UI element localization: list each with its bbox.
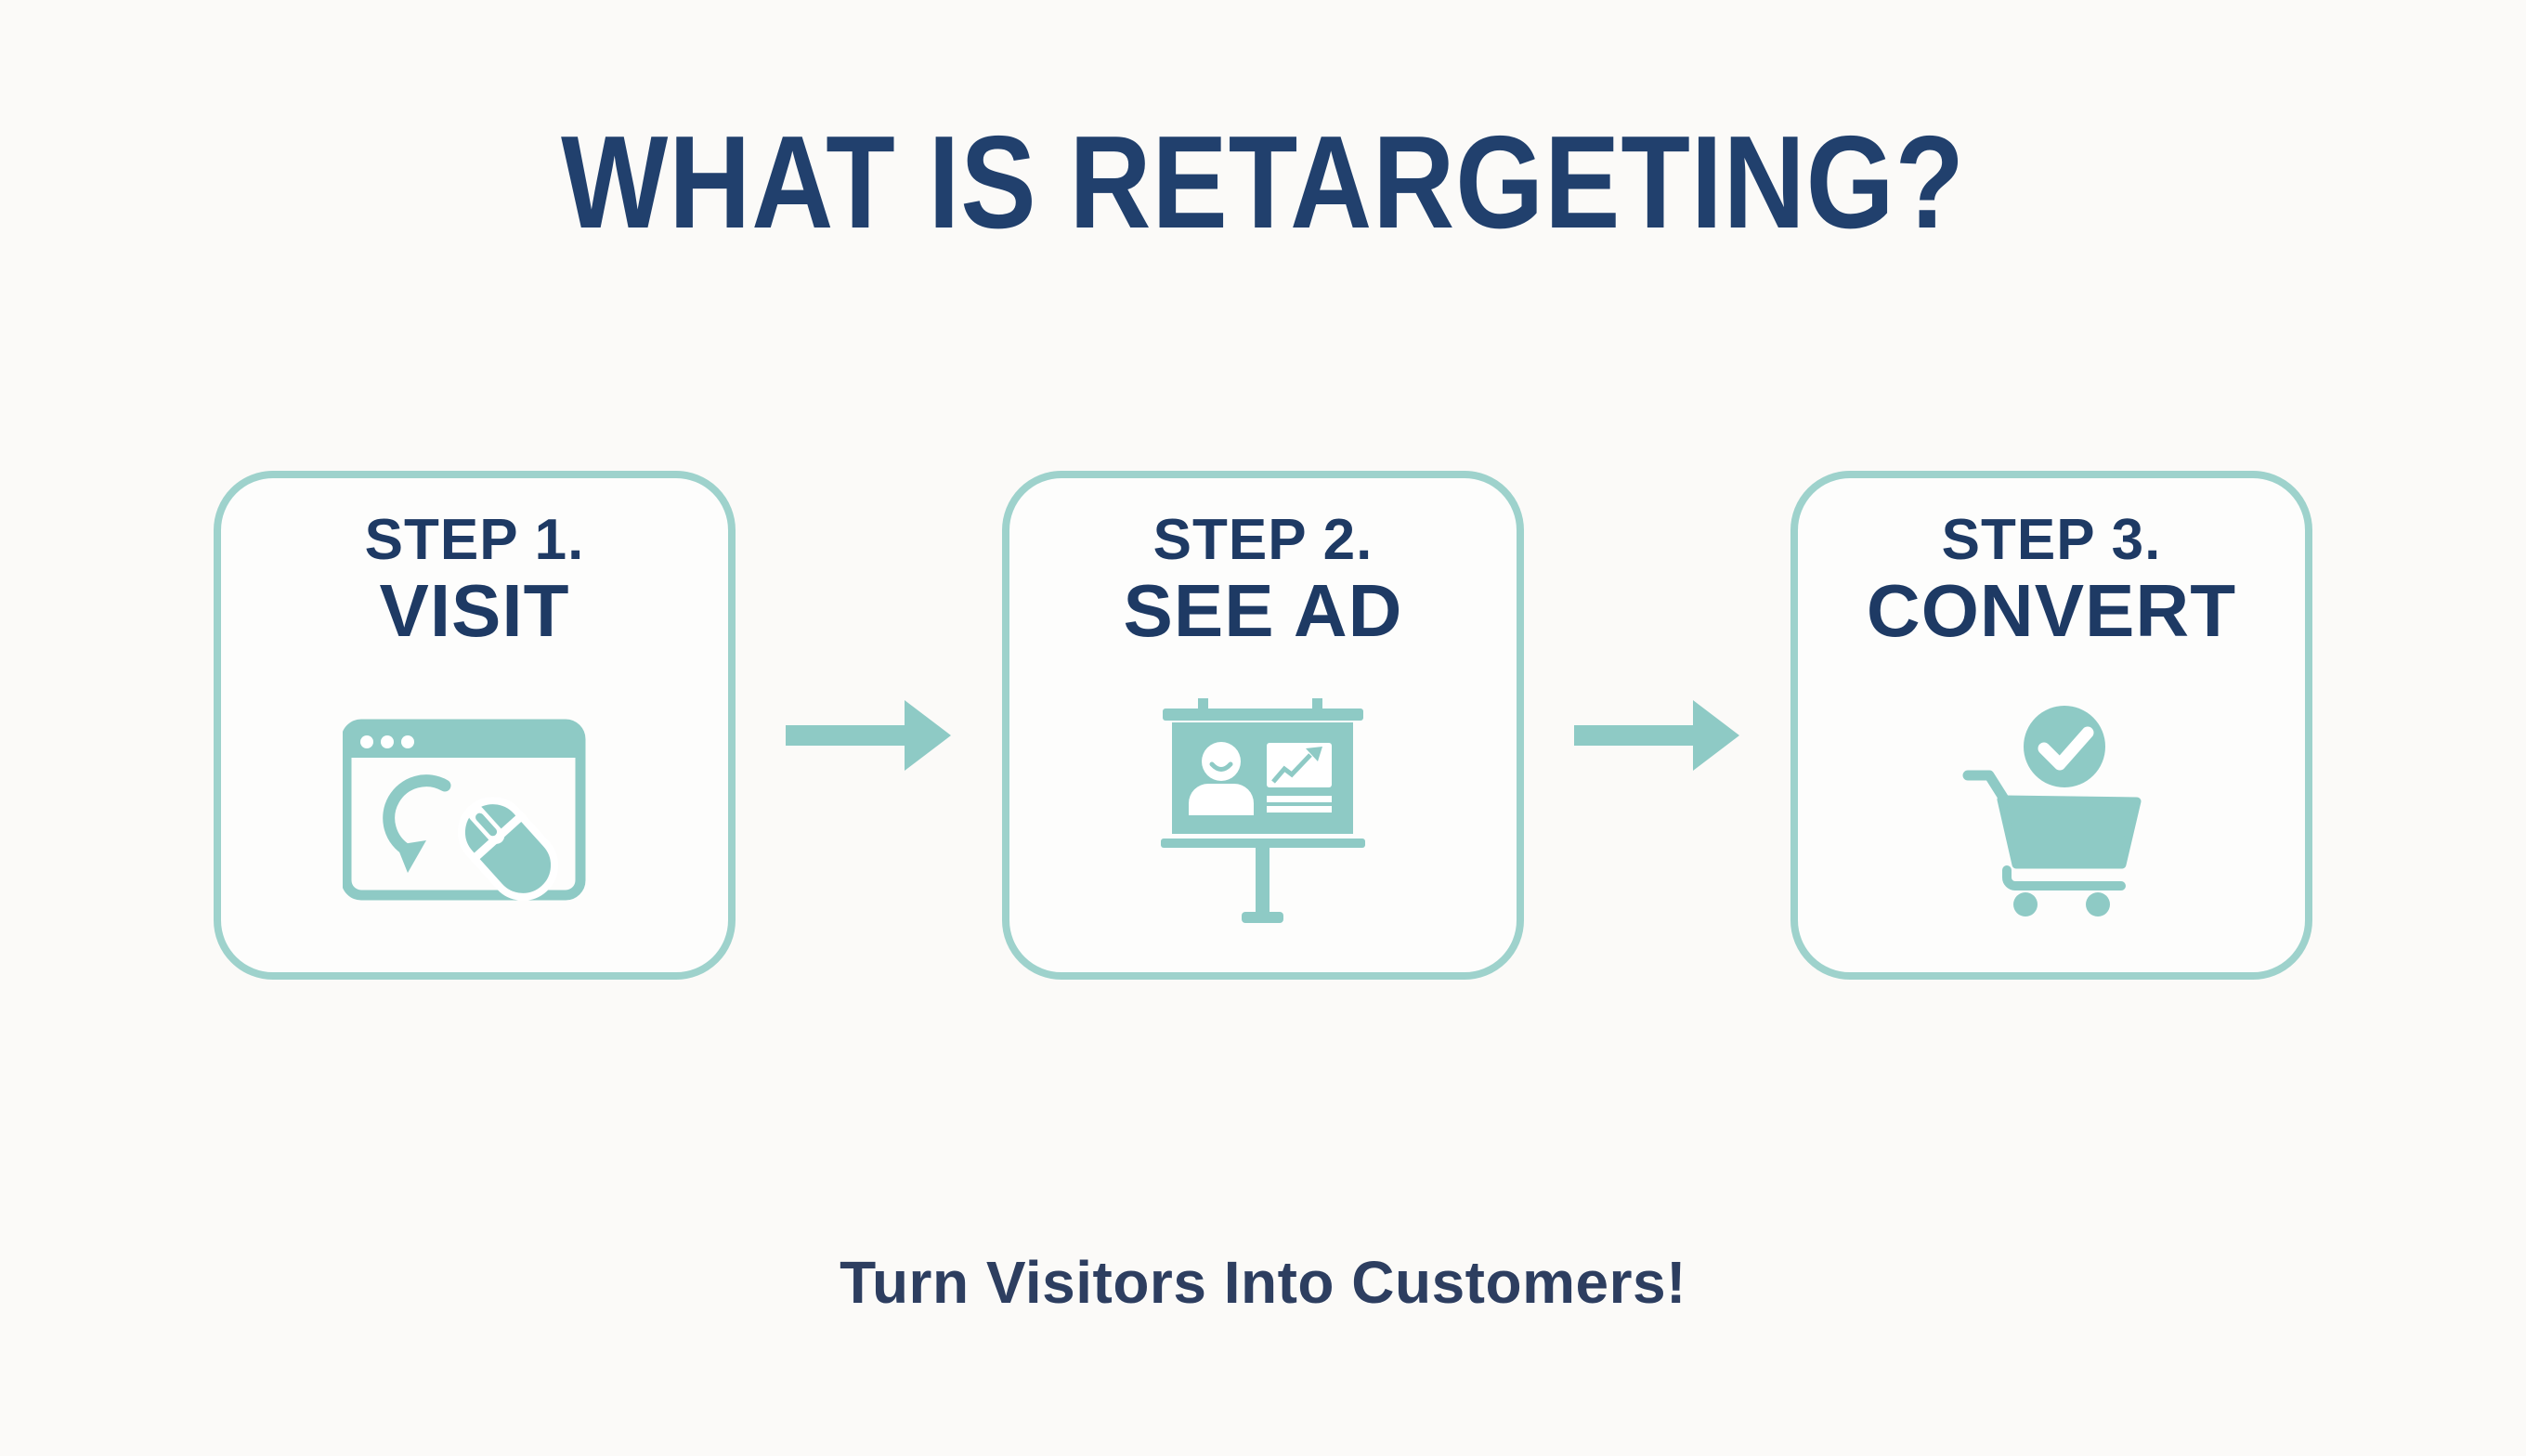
arrow-slot: [736, 698, 1002, 773]
cart-chassis: [2002, 865, 2126, 890]
step-3-icon-area: [1798, 651, 2305, 972]
step-2-icon-area: [1009, 651, 1517, 972]
growth-arrowhead: [1306, 746, 1322, 761]
refresh-arrowhead: [396, 839, 426, 873]
ad-presentation-icon: [1161, 697, 1365, 923]
cart-wheel: [2013, 892, 2038, 916]
growth-line: [1271, 752, 1312, 784]
mouse-icon: [457, 796, 558, 901]
step-2-action: SEE AD: [1123, 569, 1403, 652]
person-smile: [1209, 761, 1233, 772]
board-tray: [1161, 838, 1365, 848]
page-title: WHAT IS RETARGETING?: [561, 109, 1965, 256]
steps-row: STEP 1. VISIT: [0, 471, 2526, 980]
step-3-action: CONVERT: [1866, 569, 2237, 652]
browser-dot: [380, 734, 394, 748]
step-2-label: STEP 2.: [1152, 508, 1374, 572]
browser-titlebar: [345, 723, 580, 758]
step-3-box: STEP 3. CONVERT: [1790, 471, 2312, 980]
board-pole: [1256, 847, 1270, 913]
cart-check-icon: [1962, 706, 2142, 916]
arrow-slot: [1524, 698, 1790, 773]
person-head: [1202, 741, 1241, 781]
person-body: [1189, 783, 1254, 815]
right-arrow-icon: [785, 700, 951, 771]
board-base: [1242, 911, 1283, 923]
footer-tagline: Turn Visitors Into Customers!: [840, 1249, 1686, 1316]
cart-basket: [1997, 795, 2142, 869]
step-1-action: VISIT: [379, 569, 570, 652]
step-2-box: STEP 2. SEE AD: [1002, 471, 1524, 980]
refresh-arc: [382, 774, 450, 856]
board-top-bar: [1163, 708, 1363, 721]
check-circle: [2024, 706, 2105, 787]
right-arrow-icon: [1573, 700, 1739, 771]
step-1-box: STEP 1. VISIT: [214, 471, 736, 980]
step-3-label: STEP 3.: [1941, 508, 2162, 572]
browser-click-icon: [342, 719, 585, 901]
cart-wheel: [2086, 892, 2110, 916]
step-1-icon-area: [221, 651, 728, 972]
cart-handle: [1962, 770, 2011, 806]
check-mark: [2038, 726, 2094, 771]
browser-dot: [359, 734, 373, 748]
step-1-label: STEP 1.: [364, 508, 585, 572]
browser-dot: [400, 734, 414, 748]
